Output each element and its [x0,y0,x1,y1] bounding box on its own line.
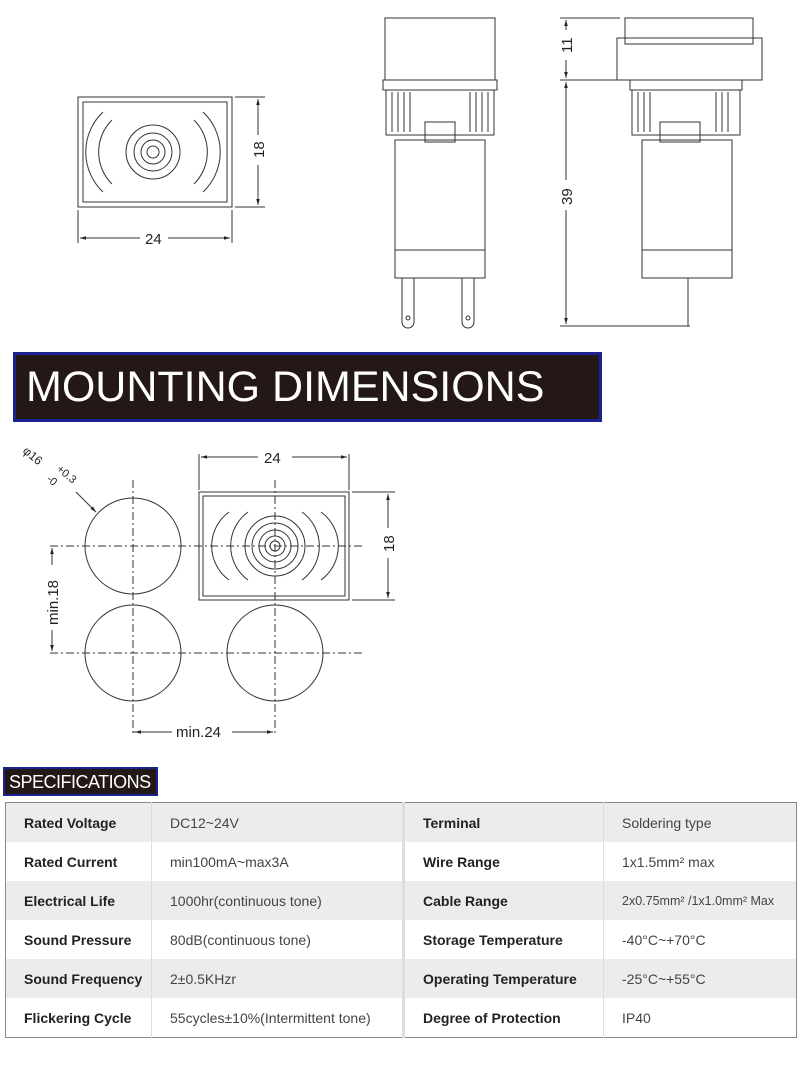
mounting-width-label: 24 [264,450,281,467]
side-view-2 [560,17,763,327]
front-width-label: 24 [145,231,162,248]
spec-value: min100mA~max3A [151,842,405,881]
mounting-height-label: 18 [381,535,398,552]
spec-label: Sound Pressure [5,920,152,959]
spec-label: Rated Voltage [5,802,152,842]
tolerance-plus-label: +0.3 [54,463,78,486]
spec-label: Sound Frequency [5,959,152,998]
spec-label: Storage Temperature [403,920,604,959]
spec-label: Terminal [403,802,604,842]
cap-height-label: 11 [559,37,576,53]
spec-label: Rated Current [5,842,152,881]
spec-value: Soldering type [622,814,712,831]
spec-value: DC12~24V [151,802,405,842]
min-horizontal-spacing-label: min.24 [176,724,221,741]
spec-label: Flickering Cycle [5,998,152,1038]
mounting-dimensions-heading: MOUNTING DIMENSIONS [13,352,602,422]
min-vertical-spacing-label: min.18 [45,580,62,625]
front-view [77,96,265,243]
mounting-drawing: φ16 +0.3 -0 24 18 min.18 min.24 [20,444,398,741]
spec-value: 2±0.5KHzr [151,959,405,998]
spec-value: IP40 [622,1009,651,1026]
spec-label: Operating Temperature [403,959,604,998]
spec-label: Degree of Protection [403,998,604,1038]
spec-value: 1x1.5mm² max [622,853,715,870]
spec-value: 2x0.75mm² /1x1.0mm² Max [622,893,775,908]
hole-diameter-label: φ16 [20,444,45,469]
product-dimension-drawing: 24 18 11 39 [77,17,763,329]
specifications-heading: SPECIFICATIONS [3,767,158,796]
spec-value: 1000hr(continuous tone) [151,881,405,920]
spec-label: Cable Range [403,881,604,920]
spec-value: -40°C~+70°C [622,931,706,948]
spec-label: Wire Range [403,842,604,881]
spec-value: 55cycles±10%(Intermittent tone) [151,998,405,1038]
spec-value: 80dB(continuous tone) [151,920,405,959]
front-height-label: 18 [251,141,268,158]
body-height-label: 39 [559,188,576,205]
side-view-1 [382,17,498,329]
tolerance-minus-label: -0 [44,473,59,488]
spec-label: Electrical Life [5,881,152,920]
spec-value: -25°C~+55°C [622,970,706,987]
